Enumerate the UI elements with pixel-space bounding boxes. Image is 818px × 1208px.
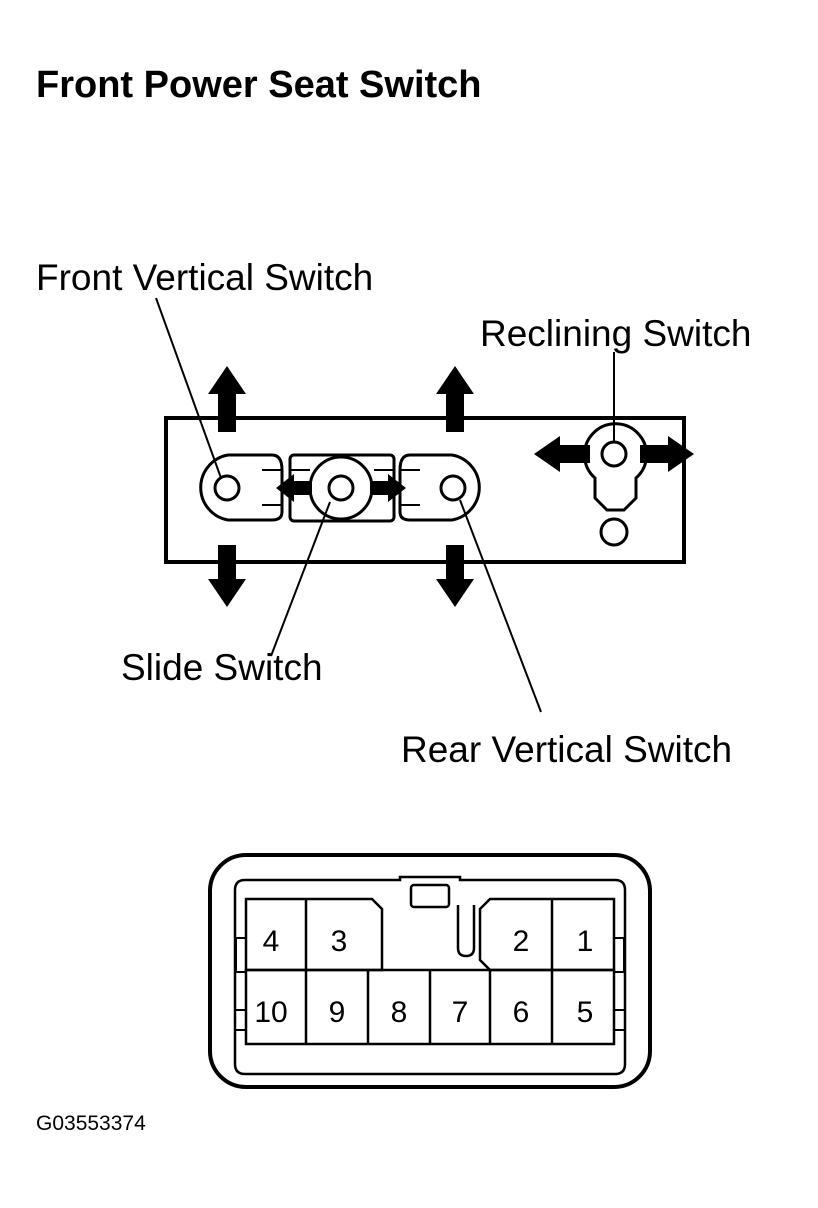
label-rear-vertical-switch: Rear Vertical Switch	[401, 729, 732, 770]
rear-down-arrow	[436, 545, 474, 607]
recline-left-arrow	[534, 436, 590, 472]
figure-id: G03553374	[36, 1112, 146, 1135]
front-vertical-knob	[199, 453, 284, 522]
slide-leader	[270, 501, 331, 657]
right-side-tab	[613, 937, 625, 973]
latch-window	[409, 883, 451, 909]
switch-assembly	[164, 416, 686, 564]
rear-vertical-knob	[398, 453, 481, 522]
top-right-block	[478, 897, 616, 972]
front-up-arrow	[208, 366, 246, 432]
rear-up-arrow	[436, 366, 474, 432]
label-reclining-switch: Reclining Switch	[480, 313, 751, 354]
pin-label: 4	[263, 925, 280, 958]
pin-label: 1	[577, 925, 594, 958]
label-front-vertical-switch: Front Vertical Switch	[36, 257, 373, 298]
rear-vertical-leader	[459, 499, 542, 713]
pin-label: 2	[513, 925, 530, 958]
label-slide-switch: Slide Switch	[121, 647, 323, 688]
switch-housing	[164, 416, 686, 564]
pin-label: 8	[391, 996, 408, 1029]
key-slot	[456, 905, 476, 958]
leader-lines	[155, 297, 615, 713]
pin-label: 7	[452, 996, 469, 1029]
page-title: Front Power Seat Switch	[36, 64, 482, 106]
front-down-arrow	[208, 545, 246, 607]
pin-label: 10	[254, 996, 287, 1029]
left-side-tab	[235, 937, 247, 973]
slide-right-arrow	[370, 474, 406, 502]
connector	[208, 853, 652, 1089]
direction-arrows	[208, 366, 694, 607]
connector-shell	[208, 853, 652, 1089]
front-vertical-leader	[155, 297, 222, 479]
pin-label: 5	[577, 996, 594, 1029]
reclining-knob	[583, 422, 648, 547]
connector-face	[233, 875, 627, 1076]
pin-label: 6	[513, 996, 530, 1029]
slide-left-arrow	[276, 474, 312, 502]
recline-right-arrow	[640, 436, 694, 472]
pin-label: 3	[331, 925, 348, 958]
pin-label: 9	[329, 996, 346, 1029]
